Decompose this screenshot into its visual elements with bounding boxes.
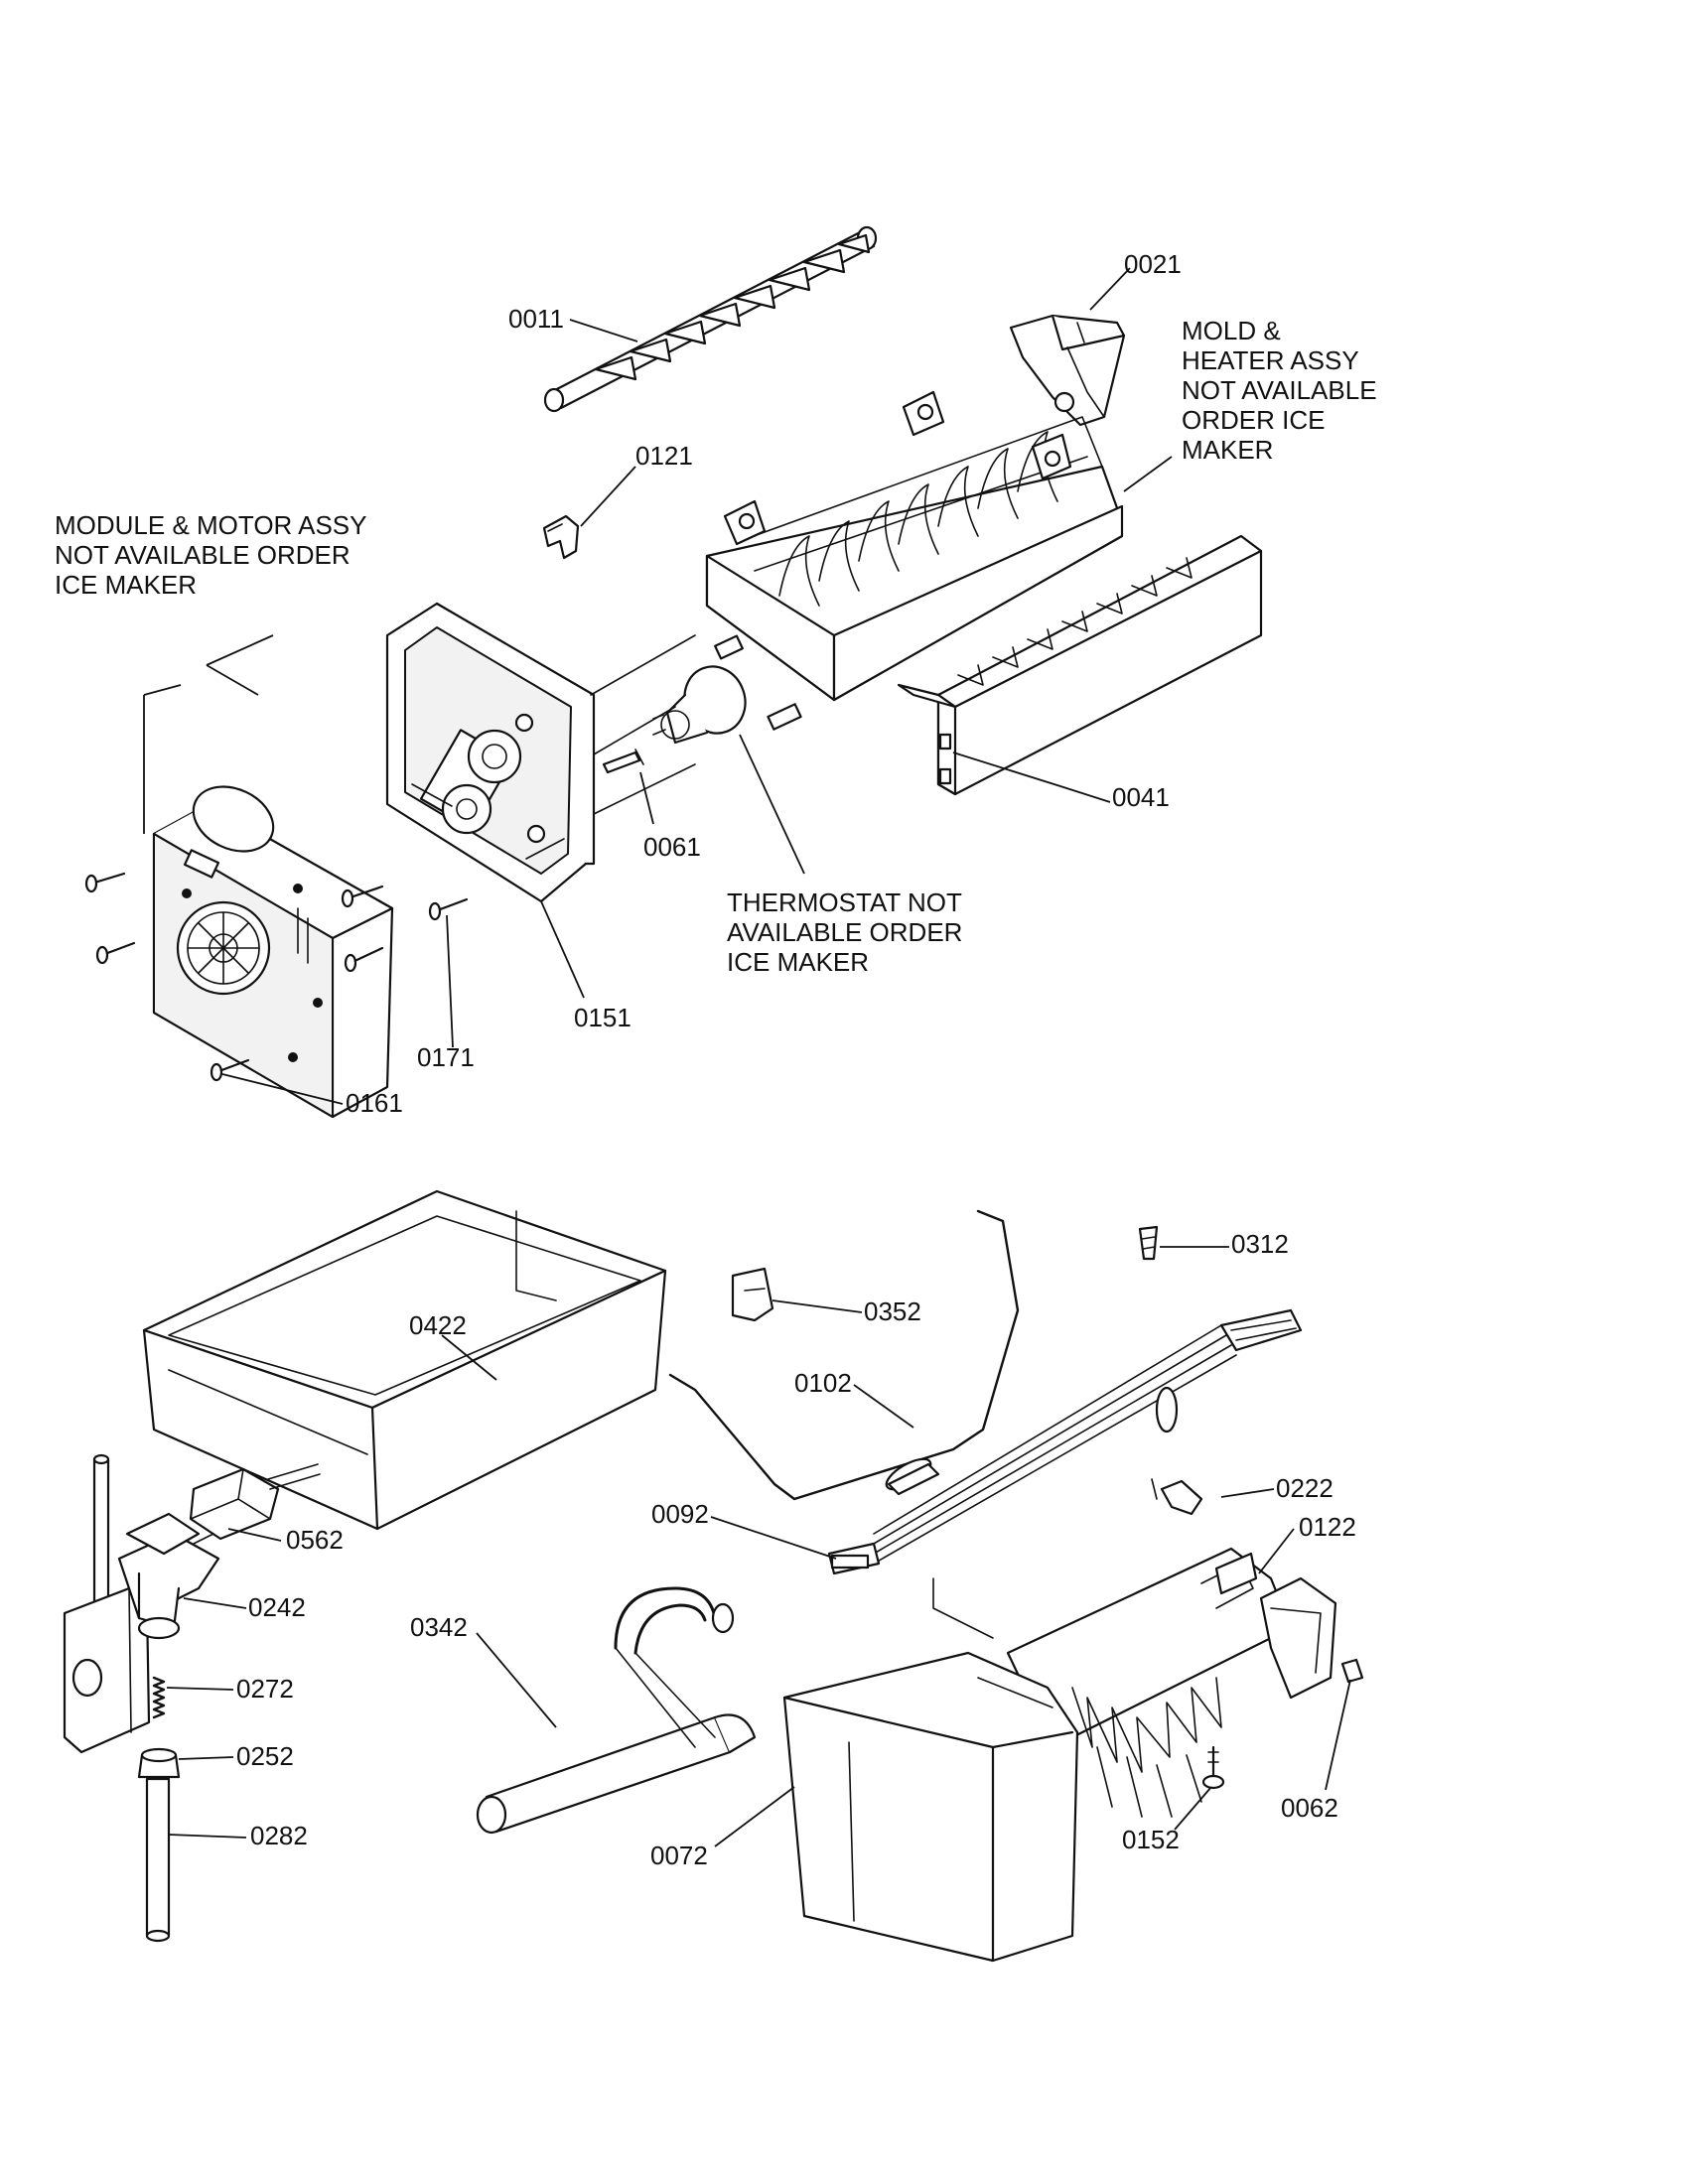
- fill-cup-0021: [1009, 314, 1126, 427]
- pin-0062: [1340, 1658, 1364, 1684]
- callout-0121: 0121: [635, 441, 693, 471]
- callout-0171: 0171: [417, 1042, 475, 1072]
- note-thermostat-line-2: AVAILABLE ORDER: [727, 917, 962, 947]
- screws-top: [84, 872, 469, 1082]
- callout-0161: 0161: [346, 1088, 403, 1118]
- callout-0072: 0072: [650, 1841, 708, 1870]
- callout-labels: 0011 0021 0121 0041 0061 0151 0171 0161 …: [236, 249, 1356, 1870]
- note-mold-heater-line-1: MOLD &: [1182, 316, 1281, 345]
- clip-0121: [542, 514, 580, 560]
- stripper-0041: [897, 534, 1263, 796]
- callout-0092: 0092: [651, 1499, 709, 1529]
- note-mold-heater-line-3: NOT AVAILABLE: [1182, 375, 1377, 405]
- note-module-motor-line-2: NOT AVAILABLE ORDER: [55, 540, 351, 570]
- tube-0282: [145, 1777, 171, 1943]
- wire-nut-0312: [1138, 1225, 1159, 1261]
- leader-lines: [143, 267, 1351, 1847]
- motor-module: [152, 785, 394, 1119]
- callout-0222: 0222: [1276, 1473, 1333, 1503]
- callout-0062: 0062: [1281, 1793, 1338, 1823]
- callout-0252: 0252: [236, 1741, 294, 1771]
- note-module-motor-line-1: MODULE & MOTOR ASSY: [55, 510, 366, 540]
- solenoid-0562: [189, 1463, 321, 1541]
- note-thermostat-line-1: THERMOSTAT NOT: [727, 887, 962, 917]
- ice-bin-0422: [142, 1189, 667, 1531]
- callout-0152: 0152: [1122, 1825, 1180, 1854]
- spring-0272: [152, 1676, 166, 1719]
- callout-0151: 0151: [574, 1003, 632, 1032]
- pin-0061: [602, 749, 644, 774]
- callout-0352: 0352: [864, 1297, 921, 1326]
- note-mold-heater-line-5: MAKER: [1182, 435, 1273, 465]
- mold-heater-assembly: [705, 390, 1124, 731]
- note-thermostat-line-3: ICE MAKER: [727, 947, 869, 977]
- callout-0282: 0282: [250, 1821, 308, 1850]
- clip-0352: [731, 1267, 774, 1322]
- callout-0061: 0061: [643, 832, 701, 862]
- valve-bracket-0242: [63, 1453, 220, 1754]
- callout-0041: 0041: [1112, 782, 1170, 812]
- fill-tube-0342: [476, 1586, 757, 1835]
- note-thermostat: THERMOSTAT NOT AVAILABLE ORDER ICE MAKER: [727, 887, 962, 977]
- callout-0272: 0272: [236, 1674, 294, 1704]
- clip-0222: [1151, 1478, 1203, 1516]
- note-module-motor: MODULE & MOTOR ASSY NOT AVAILABLE ORDER …: [55, 510, 366, 600]
- front-cover-0072: [782, 1651, 1079, 1963]
- callout-0102: 0102: [794, 1368, 852, 1398]
- ejector-shaft-0011: [543, 225, 878, 413]
- screw-0152: [1201, 1745, 1225, 1790]
- callout-0342: 0342: [410, 1612, 468, 1642]
- note-mold-heater: MOLD & HEATER ASSY NOT AVAILABLE ORDER I…: [1182, 316, 1377, 465]
- callout-0122: 0122: [1299, 1512, 1356, 1542]
- callout-0011: 0011: [508, 304, 564, 334]
- callout-0312: 0312: [1231, 1229, 1289, 1259]
- callout-0422: 0422: [409, 1310, 467, 1340]
- note-mold-heater-line-4: ORDER ICE: [1182, 405, 1325, 435]
- fitting-0252: [137, 1747, 181, 1779]
- thermostat: [652, 665, 747, 745]
- note-module-motor-line-3: ICE MAKER: [55, 570, 197, 600]
- housing-0151: [385, 602, 696, 903]
- callout-0562: 0562: [286, 1525, 344, 1555]
- callout-0242: 0242: [248, 1592, 306, 1622]
- wire-harness-0092: [827, 1308, 1303, 1639]
- note-mold-heater-line-2: HEATER ASSY: [1182, 345, 1359, 375]
- callout-0021: 0021: [1124, 249, 1182, 279]
- bail-arm-0102: [668, 1209, 1020, 1501]
